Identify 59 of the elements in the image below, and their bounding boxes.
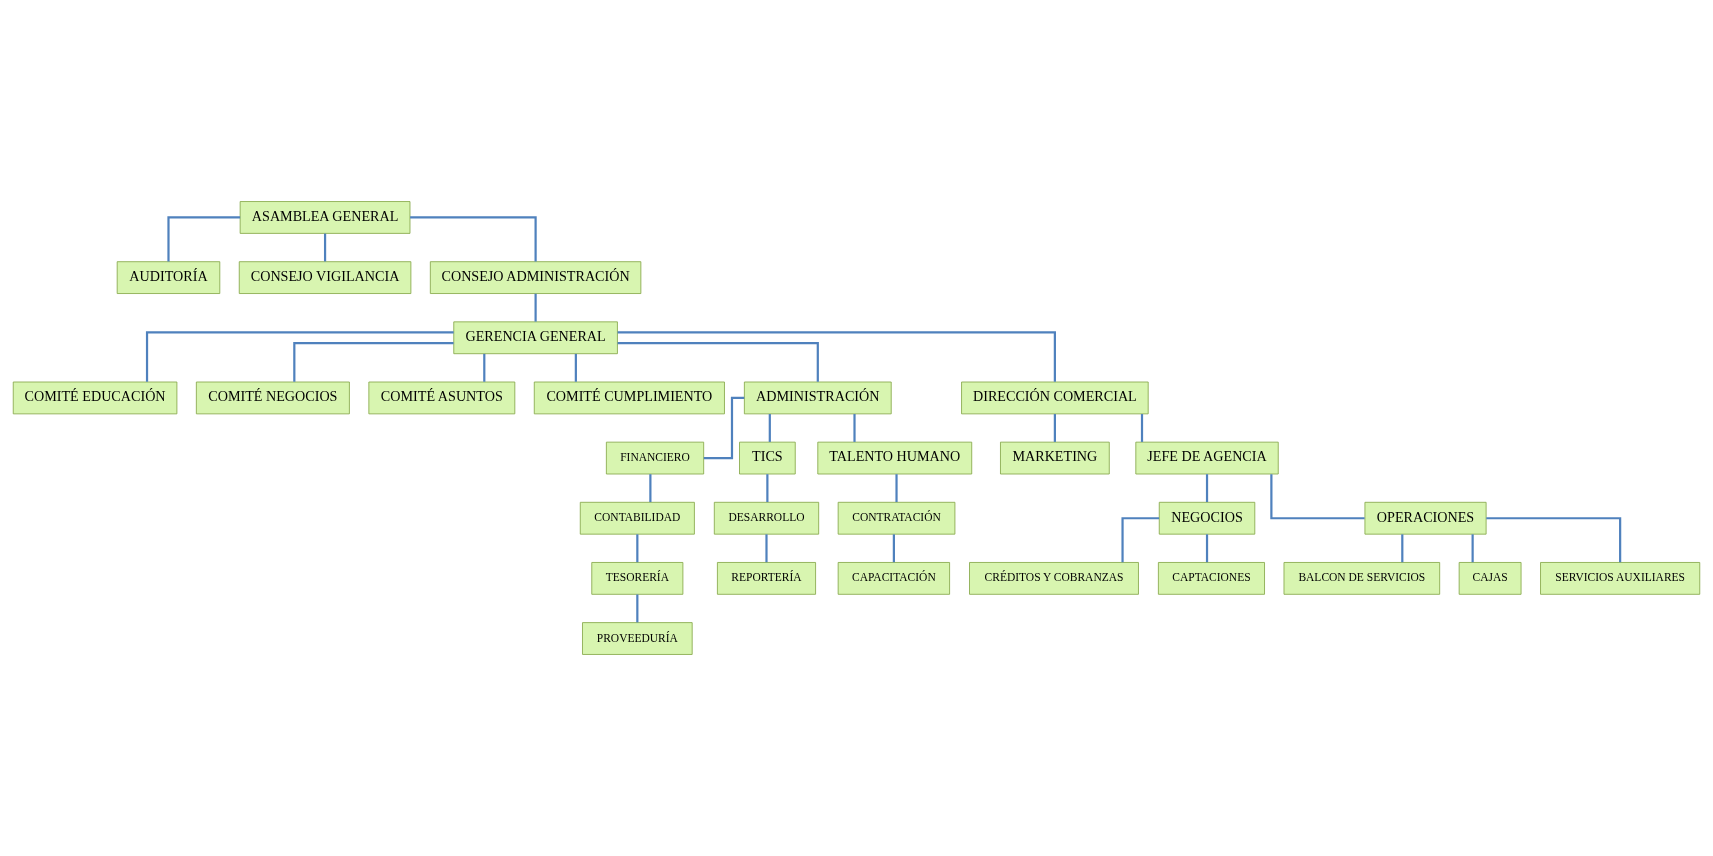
node-box: TESORERÍA [591,562,684,595]
connector [1205,474,1209,503]
node-box: FINANCIERO [605,441,705,475]
connector [636,534,639,563]
node-box: MARKETING [1000,441,1110,475]
node-box: CRÉDITOS Y COBRANZAS [969,562,1139,595]
node-box: COMITÉ CUMPLIMIENTO [533,381,725,415]
node-box: COMITÉ ASUNTOS [368,381,516,415]
connector [1486,517,1622,563]
node-box: JEFE DE AGENCIA [1135,441,1279,475]
node-box: DIRECCIÓN COMERCIAL [961,381,1149,415]
node-box: OPERACIONES [1364,501,1487,535]
connector [145,331,454,382]
connector [703,396,745,460]
node-box: ASAMBLEA GENERAL [239,201,411,234]
connector [1471,534,1474,563]
connector [1270,474,1365,520]
connector [617,341,819,382]
node-box: TALENTO HUMANO [817,441,973,475]
connector [1401,534,1404,563]
connector [574,353,577,382]
connector [768,414,771,442]
node-box: COMITÉ EDUCACIÓN [12,381,178,415]
connector [1053,414,1056,442]
node-box: CAPTACIONES [1157,562,1265,595]
connector [483,353,486,382]
connector [895,474,898,503]
connector [1140,414,1144,442]
node-box: CONTRATACIÓN [837,501,956,535]
node-box: COMITÉ NEGOCIOS [195,381,350,415]
node-box: TICS [739,441,796,475]
node-box: CONSEJO VIGILANCIA [238,261,412,294]
node-box: CONSEJO ADMINISTRACIÓN [429,261,642,294]
connector [765,534,768,563]
connector [1205,534,1209,563]
connector [853,414,856,442]
node-box: AUDITORÍA [116,261,221,294]
connector [1121,517,1160,563]
node-box: NEGOCIOS [1158,501,1256,535]
node-box: ADMINISTRACIÓN [743,381,892,415]
connector [534,293,537,322]
connector [636,594,639,623]
node-box: REPORTERÍA [716,562,817,595]
node-box: PROVEEDURÍA [582,622,693,655]
connector [766,474,769,503]
connector [323,233,327,262]
connector [410,216,537,262]
node-box: CONTABILIDAD [579,501,695,535]
node-box: GERENCIA GENERAL [453,321,618,355]
node-box: CAJAS [1458,562,1522,595]
connector [617,331,1056,382]
node-box: DESARROLLO [713,501,820,535]
connector [892,534,895,563]
connector [167,216,241,262]
connector [293,341,454,382]
connector [649,474,652,503]
node-box: BALCON DE SERVICIOS [1283,562,1441,595]
node-box: SERVICIOS AUXILIARES [1540,562,1701,595]
node-box: CAPACITACIÓN [837,562,951,595]
